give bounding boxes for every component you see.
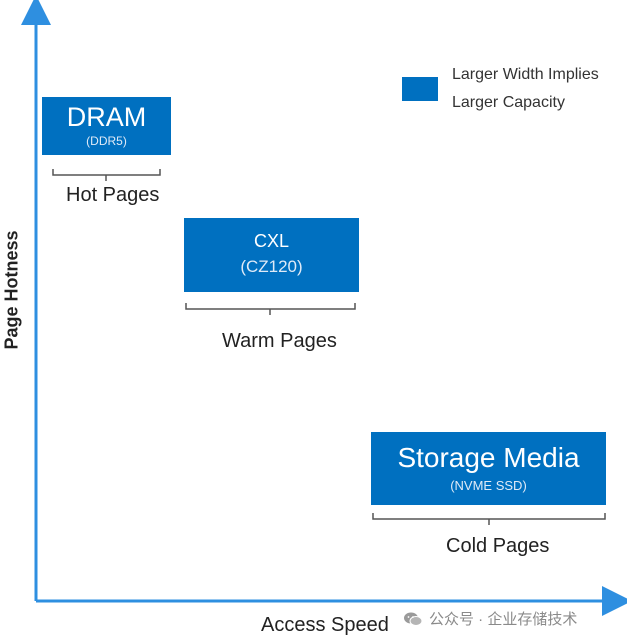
cold-pages-label: Cold Pages (446, 535, 550, 557)
legend-text-line2: Larger Capacity (452, 94, 565, 111)
storage-media-box: Storage Media (NVME SSD) (371, 432, 606, 505)
bracket-hot (52, 169, 161, 181)
watermark: 公众号 · 企业存储技术 (403, 608, 577, 629)
legend-swatch (402, 77, 438, 101)
legend-text-line1: Larger Width Implies (452, 66, 599, 83)
storage-media-title: Storage Media (397, 442, 580, 473)
dram-detail: (DDR5) (86, 134, 127, 149)
cxl-box: CXL (CZ120) (184, 218, 359, 292)
watermark-text: 公众号 · 企业存储技术 (429, 611, 578, 628)
bracket-cold (372, 513, 606, 525)
hot-pages-label: Hot Pages (66, 184, 160, 206)
storage-media-detail: (NVME SSD) (450, 478, 527, 494)
cxl-detail: (CZ120) (240, 257, 303, 277)
y-axis-title: Page Hotness (1, 230, 22, 350)
wechat-icon (404, 612, 423, 626)
x-axis-title: Access Speed (261, 614, 389, 636)
bracket-warm (185, 303, 356, 315)
warm-pages-label: Warm Pages (222, 330, 337, 352)
dram-title: DRAM (66, 102, 147, 133)
dram-box: DRAM (DDR5) (42, 97, 171, 155)
cxl-title: CXL (253, 231, 289, 252)
